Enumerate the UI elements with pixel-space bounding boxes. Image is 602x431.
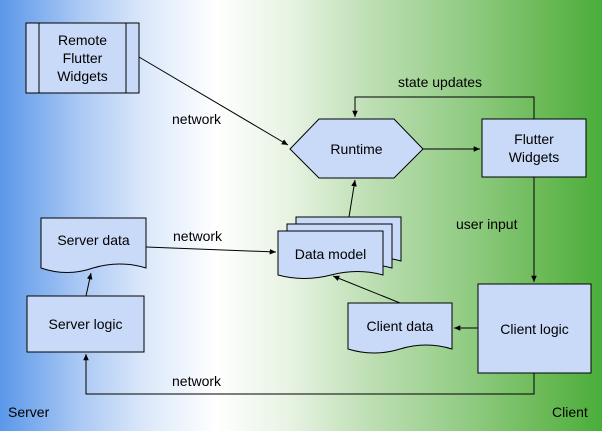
edge-remote-to-runtime [138,56,289,146]
remote-widgets-label: Remote Flutter Widgets [57,32,108,84]
flutter-widgets-node [481,118,587,178]
client-logic-label: Client logic [500,320,569,337]
server-data-node [40,217,147,273]
data-model-label: Data model [294,246,367,262]
server-logic-label: Server logic [48,316,123,332]
server-region-label: Server [8,404,50,420]
edge-serverlogic-to-serverdata [85,272,93,297]
edge-clientdata-to-datamodel [332,275,401,304]
network-label-bottom: network [172,373,222,389]
remote-widgets-node [25,22,140,94]
server-data-label: Server data [57,232,130,248]
data-model-node [277,216,402,279]
edge-datamodel-to-runtime [348,179,357,218]
edge-state-updates [352,96,535,119]
flutter-widgets-label: Flutter Widgets [508,131,560,165]
server-logic-node [26,295,145,353]
client-region-label: Client [552,404,588,420]
network-label-data: network [173,228,223,244]
runtime-label: Runtime [330,140,383,157]
client-data-node [347,302,453,354]
user-input-label: user input [456,216,518,232]
edge-clientlogic-to-serverlogic [83,354,535,395]
state-updates-label: state updates [398,74,483,90]
edge-serverdata-to-datamodel [145,246,277,255]
client-logic-node [477,283,592,374]
client-data-label: Client data [366,318,434,334]
network-label-remote: network [172,111,222,127]
